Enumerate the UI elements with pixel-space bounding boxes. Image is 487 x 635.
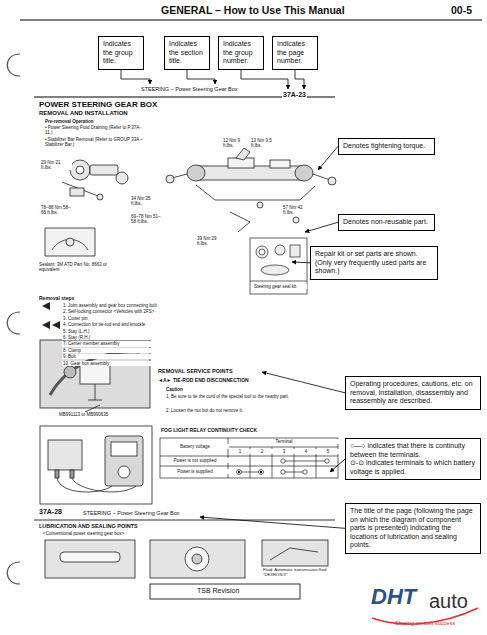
continuity-table [160,438,338,478]
leader-line [121,70,150,84]
callout-text: ○—○ indicates that there is continuity b… [350,442,476,459]
leader-line [200,517,345,528]
check-title: FOG LIGHT RELAY CONTINUITY CHECK [160,428,258,434]
table-cell: 5 [317,449,339,454]
torque-value: 69–78 Nm 51–58 ft.lbs. [130,214,166,224]
table-cell: Power is not supplied [161,458,229,463]
caution-text: 1. Be sure to tie the cord of the specia… [165,394,317,399]
removal-step: 3. Cotter pin [62,316,214,321]
leader-line [305,222,338,232]
page-number: 00-5 [450,4,473,16]
removal-step: 6. Stay (R.H.) [62,335,214,340]
sealant-note: Sealant: 3M ATD Part No. 8663 or equival… [38,262,120,272]
callout-box: The title of the page (following the pag… [345,503,481,554]
binding-holes [7,54,20,584]
page-number: 37A-28 [38,508,63,516]
header-rule [20,19,482,20]
watermark: DHT [370,584,417,609]
table-cell: 4 [295,449,317,454]
leader-line [318,146,338,170]
callout-text: Operating procedures, cautions, etc. on … [350,380,476,406]
callout-box: Indicates the group number. [218,36,264,70]
service-title: ◄A► TIE-ROD END DISCONNECTION [157,378,250,384]
table-cell: 3 [273,449,295,454]
table-cell: 1 [229,449,251,454]
note-heading: Pre-removal Operation [44,119,95,124]
note-text: • Power Steering Fluid Draining (Refer t… [44,125,146,135]
callout-box: Operating procedures, cautions, etc. on … [345,376,481,410]
torque-value: 13 Nm 9.5 ft.lbs. [250,138,280,148]
removal-step: 8. Clamp [62,348,214,353]
step-markers [42,302,60,329]
tool-number: MB991113 or MB990635 [58,412,109,417]
callout-text: ⊙-⊙ indicates terminals to which battery… [350,459,476,476]
seal-kit-drawing [250,238,307,294]
caution-text: 2. Loosen the nut but do not remove it. [165,408,317,413]
torque-value: 39 Nm 29 ft.lbs. [196,236,226,246]
leader-line [292,262,310,264]
callout-text: Denotes tightening torque. [343,142,430,151]
callout-box: Denotes tightening torque. [338,138,435,155]
torque-value: 29 Nm 21 ft.lbs. [40,160,72,170]
fluid-note: Fluid: Automatic transmission fluid "DEX… [262,568,334,578]
watermark: auto [428,590,469,613]
removal-step: 5. Stay (L.H.) [62,329,214,334]
relay-check-drawing [40,426,152,504]
callout-box: Repair kit or set parts are shown. (Only… [310,246,438,280]
title-rule [34,520,335,521]
removal-step: 1. Joint assembly and gear box connectin… [62,303,214,308]
callout-box: Indicates the section title. [164,36,210,70]
removal-step: 2. Self-locking connector <Vehicles with… [62,309,214,314]
removal-step: 9. Bolt [62,354,214,359]
kit-name: Steering gear seal kit [253,284,307,289]
continuity-symbols [237,459,330,475]
callout-text: The title of the page (following the pag… [350,507,476,550]
watermark: Sharing creates success [394,620,456,626]
steps-heading: Removal steps [38,296,75,302]
callout-box: Denotes non-reusable part. [338,214,435,231]
sub-title: REMOVAL AND INSTALLATION [38,110,129,117]
callout-text: Indicates the group number. [223,40,259,66]
leader-line [241,70,288,89]
caution-heading: Caution [165,387,184,392]
table-cell: Terminal [229,439,339,444]
callout-text: Indicates the group title. [103,40,139,66]
torque-value: 57 Nm 42 ft.lbs. [282,205,312,215]
callout-box: ○—○ indicates that there is continuity b… [345,438,481,480]
torque-value: 12 Nm 9 ft.lbs. [222,138,248,148]
callout-text: Denotes non-reusable part. [343,218,430,227]
page-header: GENERAL – How to Use This Manual [160,4,346,16]
torque-value: 34 Nm 25 ft.lbs. [130,196,162,206]
footer-text: TSB Revision [196,587,240,595]
table-cell: Power is supplied [161,469,229,474]
callout-text: Indicates the page number. [277,40,313,66]
leader-line [295,70,304,89]
running-head: STEERING – Power Steering Gear Box [140,86,239,92]
leader-line [330,459,345,472]
removal-step: 4. Connection for tie-rod end and knuckl… [62,322,214,327]
callout-text: Repair kit or set parts are shown. (Only… [315,250,433,276]
removal-step: 10. Gear box assembly [62,361,214,366]
callout-box: Indicates the page number. [272,36,318,70]
note-text: • Stabilizer Bar Removal (Refer to GROUP… [44,137,146,147]
page-number: 37A-23 [282,91,307,99]
callout-box: Indicates the group title. [98,36,144,70]
running-head: STEERING – Power Steering Gear Box [82,510,181,516]
service-heading: REMOVAL SERVICE POINTS [157,368,234,374]
sub-title: <Conventional power steering gear box> [42,531,125,536]
section-title: POWER STEERING GEAR BOX [38,100,158,109]
section-title: LUBRICATION AND SEALING POINTS [38,523,139,529]
removal-step: 7. Center member assembly [62,341,214,346]
table-cell: Battery voltage [161,444,229,449]
torque-value: 78–88 Nm 58–65 ft.lbs. [40,205,76,215]
footer-box [150,584,300,599]
table-cell: 2 [251,449,273,454]
leader-line [187,70,215,84]
gear-box-drawing [166,148,336,232]
leader-line [262,372,345,393]
callout-text: Indicates the section title. [169,40,205,66]
